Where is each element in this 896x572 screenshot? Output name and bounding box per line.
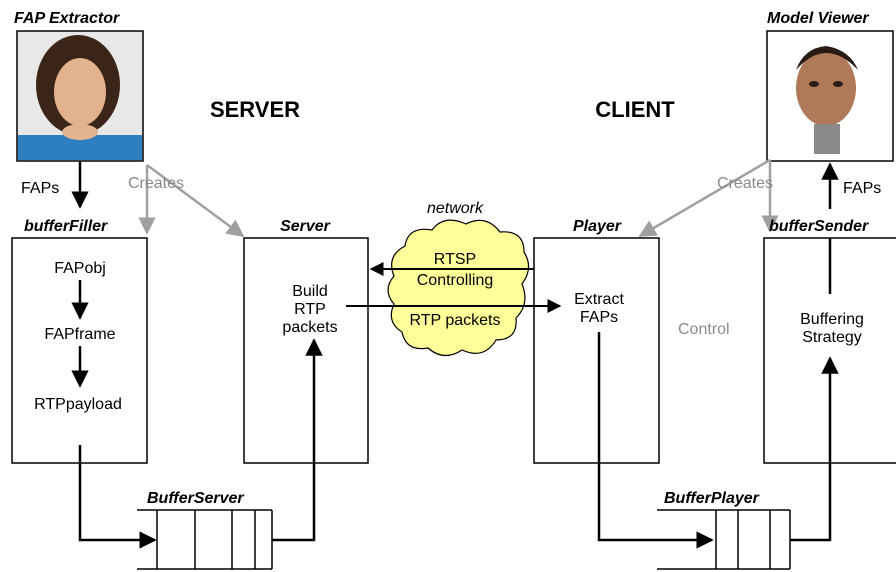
player-title: Player — [573, 218, 622, 235]
faps-label-right: FAPs — [843, 180, 881, 197]
faps-label-left: FAPs — [21, 180, 59, 197]
buffer-filler-title: bufferFiller — [24, 218, 108, 235]
server-box — [243, 237, 369, 464]
creates-arrow-player — [638, 158, 771, 238]
server-line-build: Build — [292, 283, 328, 300]
player-line-faps: FAPs — [580, 309, 618, 326]
server-line-rtp: RTP — [294, 301, 326, 318]
network-controlling-label: Controlling — [417, 272, 493, 289]
buffer-filler-item-fapobj: FAPobj — [54, 260, 106, 277]
network-rtp-label: RTP packets — [409, 312, 500, 329]
buffer-server-queue — [137, 509, 273, 570]
model-viewer-title: Model Viewer — [767, 10, 869, 27]
creates-label-left: Creates — [128, 175, 184, 192]
model-viewer-photo — [766, 30, 894, 162]
buffer-filler-item-fapframe: FAPframe — [44, 326, 115, 343]
player-line-extract: Extract — [574, 291, 624, 308]
buffer-filler-item-rtppayload: RTPpayload — [34, 396, 122, 413]
fap-extractor-title: FAP Extractor — [14, 10, 120, 27]
buffer-sender-line-strategy: Strategy — [802, 329, 862, 346]
client-heading: CLIENT — [595, 97, 675, 122]
server-line-packets: packets — [282, 319, 337, 336]
buffer-player-title: BufferPlayer — [664, 490, 760, 507]
fap-extractor-photo — [16, 30, 144, 162]
buffer-server-to-server-arrow — [272, 338, 323, 542]
filler-to-buffer-server-arrow — [78, 445, 157, 549]
buffer-player-to-sender-arrow — [790, 356, 839, 542]
control-label: Control — [678, 321, 730, 338]
creates-arrow-server — [146, 163, 245, 238]
server-heading: SERVER — [210, 97, 300, 122]
network-rtsp-label: RTSP — [434, 251, 476, 268]
server-title: Server — [280, 218, 331, 235]
buffer-server-title: BufferServer — [147, 490, 244, 507]
player-to-buffer-player-arrow — [597, 332, 714, 549]
network-label: network — [427, 200, 484, 217]
buffer-sender-line-buffering: Buffering — [800, 311, 864, 328]
player-box — [533, 237, 660, 464]
creates-label-right: Creates — [717, 175, 773, 192]
buffer-sender-title: bufferSender — [769, 218, 869, 235]
